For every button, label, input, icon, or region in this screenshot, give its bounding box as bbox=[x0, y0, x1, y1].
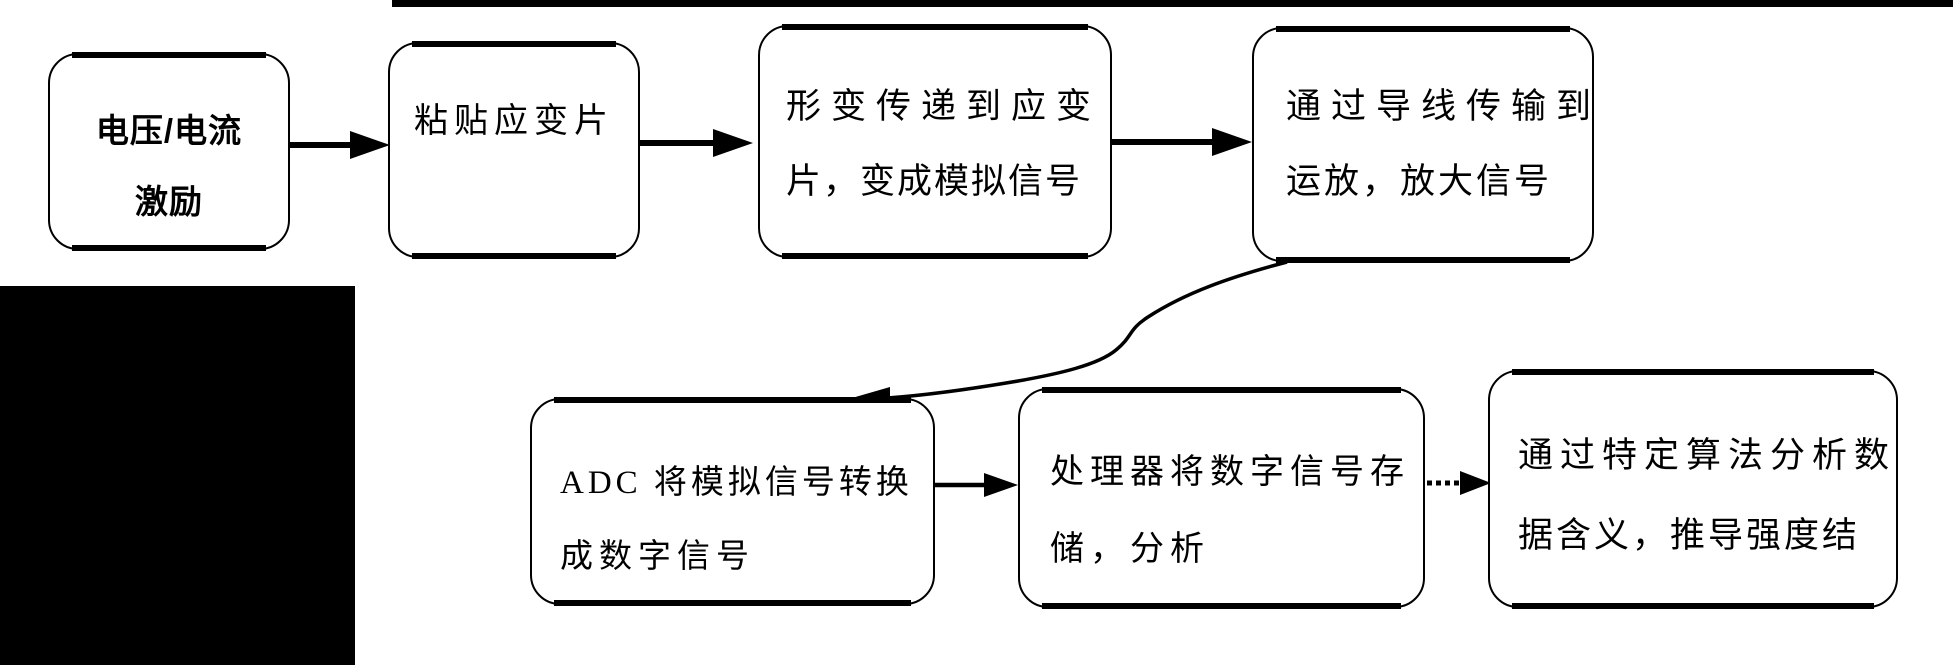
box-algorithm-line1: 通过特定算法分析数 bbox=[1518, 436, 1897, 475]
box-paste-gauge: 粘贴应变片 bbox=[388, 41, 640, 259]
box-deform-signal: 形变传递到应变 片，变成模拟信号 bbox=[758, 24, 1112, 259]
box-adc-convert-line1: ADC 将模拟信号转换 bbox=[560, 465, 913, 501]
box-wire-opamp: 通过导线传输到 运放，放大信号 bbox=[1252, 26, 1602, 263]
arrow-adc-to-processor bbox=[933, 473, 1018, 497]
redaction-block bbox=[0, 286, 355, 665]
top-rule-line bbox=[392, 0, 1953, 7]
box-excitation-line1: 电压/电流 bbox=[95, 112, 243, 149]
arrow-deform-to-wire bbox=[1112, 128, 1252, 156]
box-wire-opamp-line1: 通过导线传输到 bbox=[1286, 87, 1602, 126]
arrow-excitation-to-paste bbox=[290, 131, 390, 159]
box-adc-convert-line2: 成数字信号 bbox=[560, 539, 755, 575]
box-excitation: 电压/电流 激励 bbox=[48, 52, 290, 251]
box-algorithm-line2: 据含义，推导强度结 bbox=[1518, 516, 1861, 555]
box-deform-signal-line1: 形变传递到应变 bbox=[786, 87, 1102, 126]
arrow-paste-to-deform bbox=[640, 129, 753, 157]
box-paste-gauge-line1: 粘贴应变片 bbox=[414, 103, 614, 140]
arrow-processor-to-algorithm bbox=[1427, 471, 1491, 495]
box-algorithm: 通过特定算法分析数 据含义，推导强度结 bbox=[1488, 369, 1898, 609]
box-wire-opamp-line2: 运放，放大信号 bbox=[1286, 162, 1553, 201]
box-processor-store: 处理器将数字信号存 储，分析 bbox=[1018, 387, 1425, 609]
box-deform-signal-line2: 片，变成模拟信号 bbox=[786, 162, 1083, 201]
box-excitation-line2: 激励 bbox=[135, 183, 203, 220]
box-adc-convert: ADC 将模拟信号转换 成数字信号 bbox=[530, 397, 935, 606]
box-processor-store-line2: 储，分析 bbox=[1050, 531, 1210, 568]
box-processor-store-line1: 处理器将数字信号存 bbox=[1050, 454, 1410, 491]
